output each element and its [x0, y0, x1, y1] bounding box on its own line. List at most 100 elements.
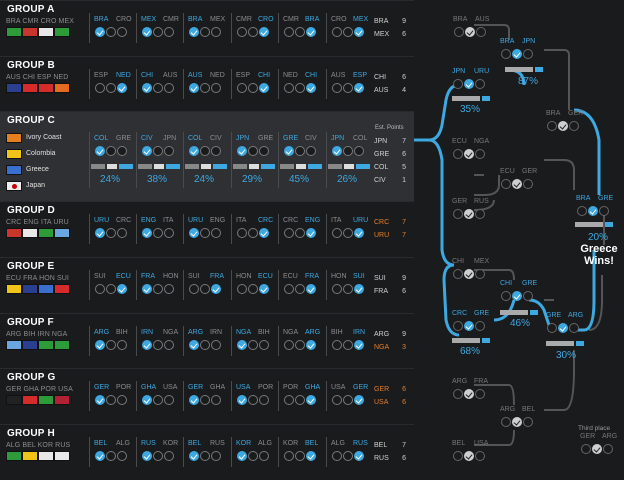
pick-radio[interactable]: [454, 27, 464, 37]
draw-radio[interactable]: [248, 395, 258, 405]
pick-radio[interactable]: [475, 269, 485, 279]
pick-radio[interactable]: [142, 27, 152, 37]
draw-radio[interactable]: [106, 451, 116, 461]
draw-radio[interactable]: [248, 340, 258, 350]
pick-radio[interactable]: [306, 451, 316, 461]
draw-radio[interactable]: [588, 206, 598, 216]
draw-radio[interactable]: [343, 146, 353, 156]
draw-radio[interactable]: [200, 83, 210, 93]
draw-radio[interactable]: [248, 451, 258, 461]
pick-radio[interactable]: [453, 79, 463, 89]
pick-radio[interactable]: [284, 395, 294, 405]
pick-radio[interactable]: [164, 395, 174, 405]
draw-radio[interactable]: [200, 146, 210, 156]
pick-radio[interactable]: [354, 83, 364, 93]
pick-radio[interactable]: [523, 49, 533, 59]
pick-radio[interactable]: [306, 228, 316, 238]
pick-radio[interactable]: [142, 451, 152, 461]
pick-radio[interactable]: [354, 395, 364, 405]
pick-radio[interactable]: [142, 228, 152, 238]
pick-radio[interactable]: [577, 206, 587, 216]
pick-radio[interactable]: [332, 340, 342, 350]
pick-radio[interactable]: [211, 395, 221, 405]
draw-radio[interactable]: [106, 340, 116, 350]
pick-radio[interactable]: [259, 146, 269, 156]
pick-radio[interactable]: [603, 444, 613, 454]
draw-radio[interactable]: [295, 83, 305, 93]
pick-radio[interactable]: [164, 83, 174, 93]
pick-radio[interactable]: [354, 451, 364, 461]
pick-radio[interactable]: [547, 323, 557, 333]
pick-radio[interactable]: [284, 284, 294, 294]
draw-radio[interactable]: [106, 395, 116, 405]
draw-radio[interactable]: [248, 146, 258, 156]
pick-radio[interactable]: [306, 395, 316, 405]
pick-radio[interactable]: [164, 284, 174, 294]
draw-radio[interactable]: [153, 146, 163, 156]
pick-radio[interactable]: [95, 284, 105, 294]
pick-radio[interactable]: [211, 83, 221, 93]
pick-radio[interactable]: [523, 417, 533, 427]
pick-radio[interactable]: [142, 284, 152, 294]
pick-radio[interactable]: [259, 395, 269, 405]
pick-radio[interactable]: [306, 146, 316, 156]
pick-radio[interactable]: [237, 27, 247, 37]
draw-radio[interactable]: [464, 451, 474, 461]
draw-radio[interactable]: [200, 27, 210, 37]
pick-radio[interactable]: [284, 340, 294, 350]
pick-radio[interactable]: [164, 146, 174, 156]
pick-radio[interactable]: [117, 284, 127, 294]
draw-radio[interactable]: [200, 284, 210, 294]
draw-radio[interactable]: [465, 27, 475, 37]
pick-radio[interactable]: [475, 79, 485, 89]
pick-radio[interactable]: [547, 121, 557, 131]
pick-radio[interactable]: [354, 228, 364, 238]
draw-radio[interactable]: [464, 149, 474, 159]
pick-radio[interactable]: [453, 321, 463, 331]
pick-radio[interactable]: [237, 451, 247, 461]
pick-radio[interactable]: [95, 146, 105, 156]
pick-radio[interactable]: [453, 451, 463, 461]
draw-radio[interactable]: [464, 321, 474, 331]
pick-radio[interactable]: [284, 146, 294, 156]
draw-radio[interactable]: [106, 83, 116, 93]
pick-radio[interactable]: [332, 83, 342, 93]
pick-radio[interactable]: [284, 228, 294, 238]
draw-radio[interactable]: [106, 27, 116, 37]
pick-radio[interactable]: [523, 291, 533, 301]
pick-radio[interactable]: [164, 340, 174, 350]
pick-radio[interactable]: [95, 395, 105, 405]
pick-radio[interactable]: [189, 228, 199, 238]
pick-radio[interactable]: [211, 228, 221, 238]
draw-radio[interactable]: [153, 451, 163, 461]
pick-radio[interactable]: [501, 417, 511, 427]
pick-radio[interactable]: [284, 27, 294, 37]
